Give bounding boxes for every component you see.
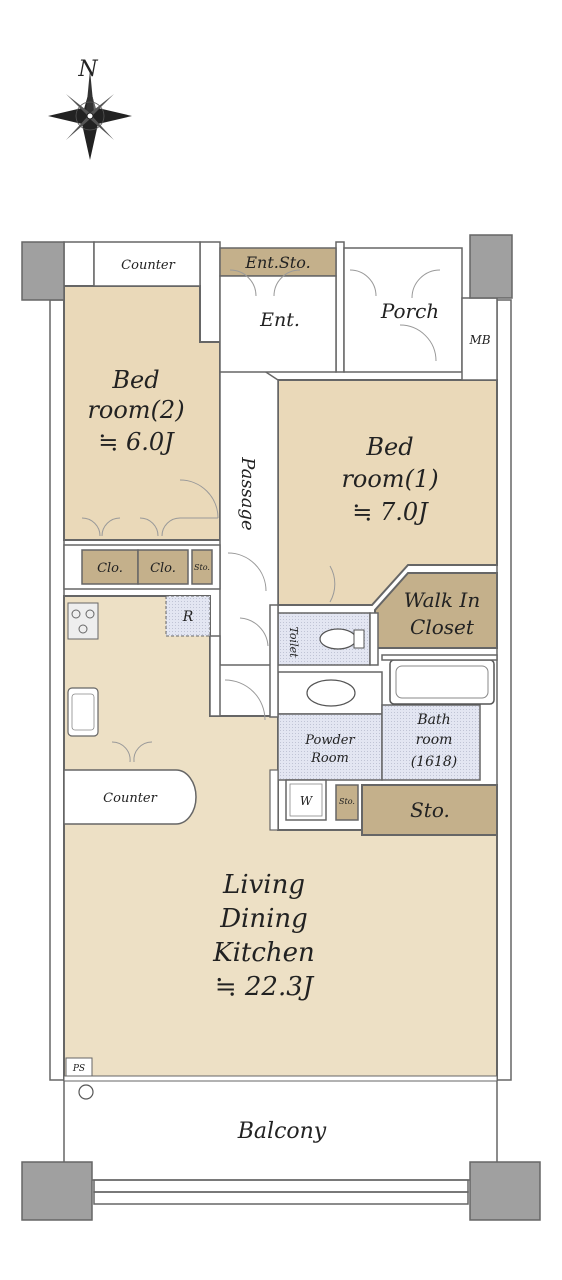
closet-2 — [137, 549, 189, 585]
bathroom — [381, 704, 481, 781]
bathtub-icon — [389, 659, 495, 705]
powder-room-line2: Room — [310, 751, 349, 766]
kitchen-sink-icon — [67, 687, 99, 737]
interior-walls — [209, 604, 498, 718]
ldk-title-line2: Dining — [219, 904, 308, 934]
toilet-bowl-icon — [319, 628, 357, 650]
small-storage-2 — [335, 784, 359, 821]
meter-box — [461, 297, 498, 381]
small-storage-1-label: Sto. — [194, 563, 210, 572]
porch-label: Porch — [380, 299, 439, 323]
meter-box-label: MB — [468, 333, 490, 347]
compass-rose-icon — [48, 70, 132, 160]
bedroom-2-title-line2: room(2) — [87, 396, 184, 424]
kitchen-counter — [63, 769, 197, 825]
balcony-label: Balcony — [237, 1119, 327, 1144]
bathroom-line3: (1618) — [411, 754, 458, 770]
kitchen-stove-icon — [67, 602, 99, 640]
storage-room — [361, 784, 498, 836]
balcony-window-line — [63, 1075, 498, 1082]
washer-label: W — [300, 794, 314, 808]
balcony-railing — [93, 1179, 469, 1205]
washer-space — [285, 779, 327, 821]
powder-room-line1: Powder — [304, 733, 355, 748]
bathroom-line2: room — [416, 732, 453, 748]
counter-top-area — [93, 241, 201, 287]
ldk-title-line1: Living — [222, 870, 305, 900]
kitchen-counter-label: Counter — [103, 791, 157, 806]
outer-walls — [49, 241, 512, 1081]
bedroom-1-size: ≒ 7.0J — [352, 498, 429, 526]
bedroom-2-title-line1: Bed — [111, 366, 159, 394]
bedroom-1-title-line1: Bed — [365, 433, 413, 461]
small-storage-1 — [191, 549, 213, 585]
walk-in-closet — [374, 572, 498, 649]
bathroom-line1: Bath — [416, 712, 450, 728]
balcony-floor — [63, 1079, 498, 1181]
walk-in-closet-line1: Walk In — [404, 588, 480, 612]
small-storage-2-label: Sto. — [339, 797, 355, 806]
entrance-label: Ent. — [259, 309, 300, 331]
porch-floor — [343, 247, 463, 373]
closet-2-label: Clo. — [150, 561, 176, 576]
washbasin-icon — [306, 679, 356, 707]
structural-pillars — [21, 234, 541, 1221]
entrance-storage-label: Ent.Sto. — [244, 253, 310, 272]
refrigerator-label: R — [182, 609, 194, 625]
pipe-space — [65, 1057, 93, 1077]
powder-room — [277, 713, 383, 781]
bedroom-2-size: ≒ 6.0J — [98, 428, 175, 456]
storage-label: Sto. — [410, 798, 450, 822]
counter-top-label: Counter — [121, 258, 175, 273]
toilet-label: Toilet — [287, 626, 300, 658]
passage-label: Passage — [237, 456, 258, 530]
walk-in-closet-line2: Closet — [410, 615, 475, 639]
ldk-title-line3: Kitchen — [212, 938, 315, 968]
compass-north-label: N — [77, 57, 98, 82]
bedroom-1-title-line2: room(1) — [341, 465, 438, 493]
entrance-floor — [219, 275, 337, 373]
closet-1-label: Clo. — [97, 561, 123, 576]
pipe-space-label: PS — [72, 1064, 85, 1074]
ldk-size: ≒ 22.3J — [215, 972, 315, 1002]
closet-1 — [81, 549, 139, 585]
refrigerator-space — [165, 595, 211, 637]
balcony-drain-icon — [78, 1084, 94, 1100]
